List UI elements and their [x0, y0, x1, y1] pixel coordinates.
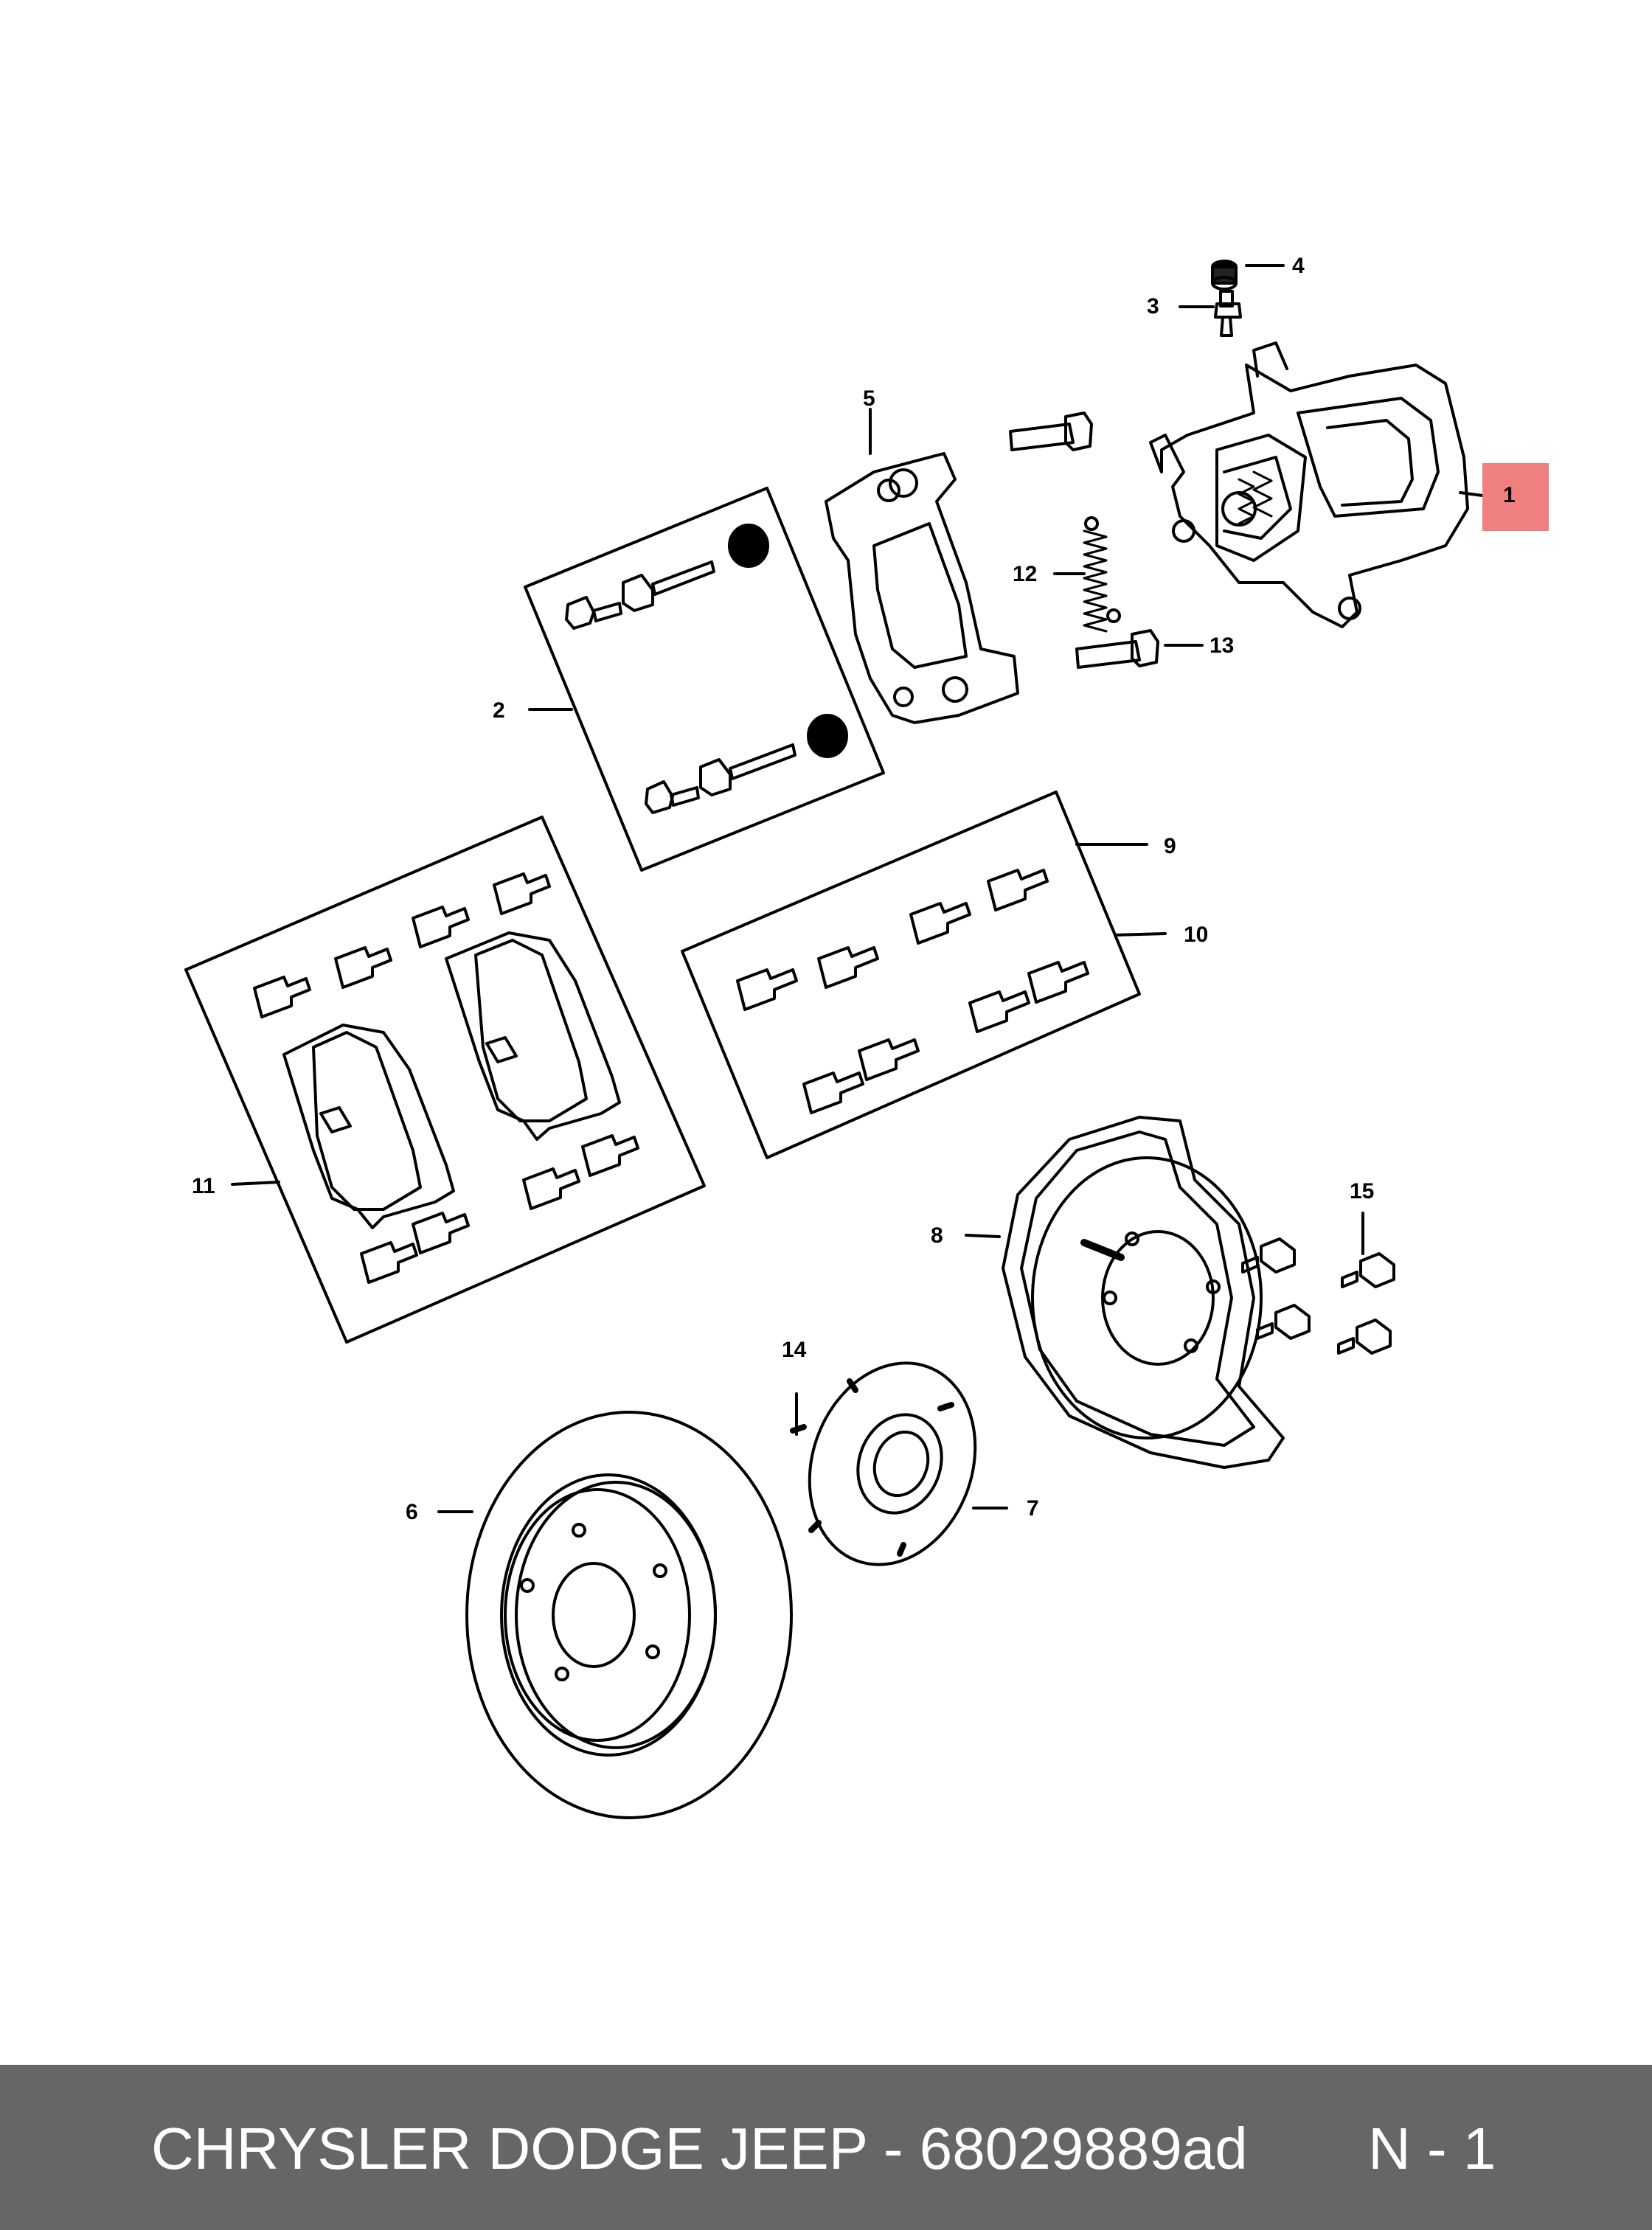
- brake-parts-diagram: 1 2 3 4 5 6 7 8 9 10 11 12 13 14 15: [184, 254, 1549, 1819]
- shield-bolts: [1241, 1237, 1395, 1355]
- callout-15: 15: [1350, 1179, 1374, 1203]
- callout-2: 2: [493, 698, 505, 723]
- callout-4: 4: [1292, 254, 1305, 278]
- callout-1: 1: [1503, 483, 1516, 507]
- spring: [1083, 516, 1121, 633]
- callout-11: 11: [192, 1174, 215, 1198]
- footer-bar: CHRYSLER DODGE JEEP - 68029889ad N - 1: [0, 2065, 1652, 2230]
- clip-kit-box: [681, 791, 1141, 1159]
- callout-6: 6: [406, 1500, 418, 1524]
- guide-pin-kit-box: [524, 487, 885, 872]
- callout-14: 14: [782, 1338, 807, 1362]
- highlight-box: [1482, 463, 1549, 531]
- part-caption: CHRYSLER DODGE JEEP - 68029889ad: [151, 2116, 1248, 2181]
- bleeder-cap: [1211, 260, 1238, 291]
- caliper: [1149, 341, 1469, 628]
- caliper-bolt-upper: [1009, 411, 1093, 451]
- brake-rotor: [465, 1411, 793, 1819]
- page-tag: N - 1: [1368, 2116, 1496, 2181]
- brake-pad-kit-box: [184, 816, 706, 1344]
- callout-8: 8: [931, 1223, 943, 1248]
- callout-10: 10: [1184, 923, 1208, 947]
- callout-12: 12: [1013, 562, 1037, 586]
- callout-5: 5: [863, 386, 875, 411]
- dust-shield: [1002, 1116, 1285, 1469]
- callout-3: 3: [1147, 294, 1159, 319]
- callout-9: 9: [1164, 834, 1176, 858]
- caliper-bracket: [825, 452, 1019, 724]
- callout-13: 13: [1210, 633, 1234, 658]
- hub-bearing: [790, 1361, 977, 1566]
- caliper-bolt-lower: [1075, 629, 1159, 669]
- bleeder-screw: [1214, 290, 1242, 337]
- callout-7: 7: [1027, 1496, 1039, 1521]
